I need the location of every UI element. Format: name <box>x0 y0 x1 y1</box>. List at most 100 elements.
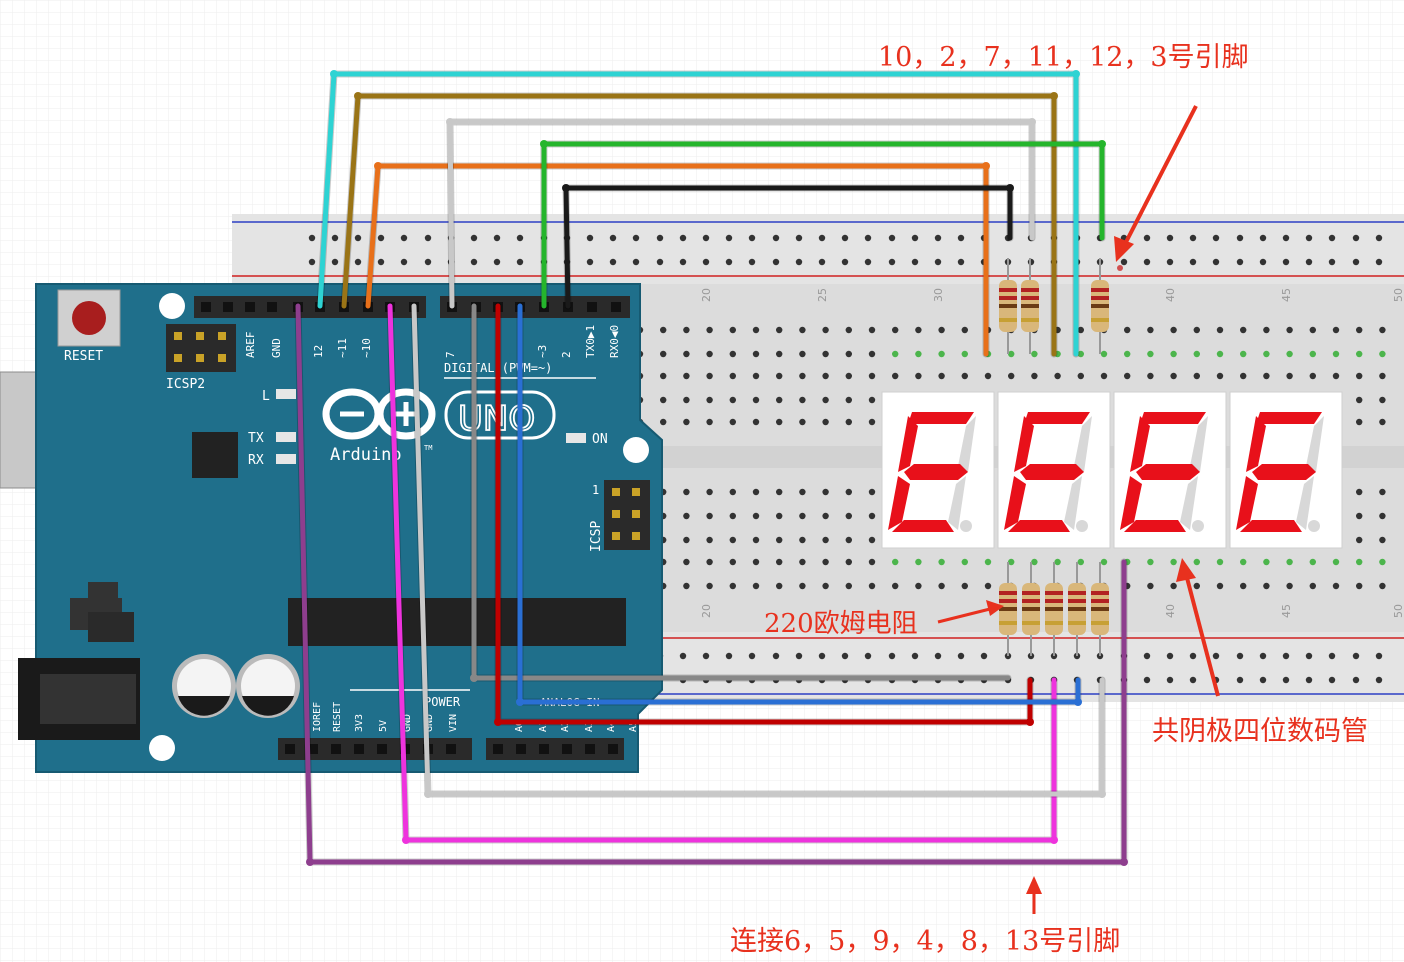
breadboard-hole <box>1077 350 1085 358</box>
arrow-resistor <box>937 606 995 624</box>
breadboard-hole <box>1263 326 1270 334</box>
breadboard-hole <box>795 652 803 660</box>
breadboard-hole <box>845 418 852 426</box>
display-segment-d <box>892 520 954 532</box>
wire-pin3-green-bend <box>540 140 548 148</box>
breadboard-hole <box>1263 372 1270 380</box>
breadboard-hole <box>1189 258 1197 266</box>
wire-pin2-black-bend <box>562 184 570 192</box>
breadboard-hole <box>516 234 524 242</box>
breadboard-hole <box>1375 652 1383 660</box>
breadboard-hole <box>752 582 760 590</box>
breadboard-hole <box>1379 396 1386 404</box>
display-segment-c <box>1064 476 1082 530</box>
breadboard-hole <box>354 234 362 242</box>
breadboard-hole <box>1379 418 1386 426</box>
breadboard-hole <box>1328 258 1336 266</box>
breadboard-hole <box>915 372 922 380</box>
breadboard-hole <box>706 536 713 544</box>
breadboard-hole <box>1147 372 1154 380</box>
header-socket <box>201 302 211 312</box>
breadboard-hole <box>725 258 733 266</box>
breadboard-hole <box>892 372 899 380</box>
breadboard-hole <box>938 326 945 334</box>
breadboard-hole <box>1147 326 1154 334</box>
breadboard-hole <box>683 372 690 380</box>
breadboard-hole <box>424 258 432 266</box>
display-digit <box>1113 391 1227 549</box>
display-segment-f <box>898 416 918 472</box>
resistor-band <box>999 621 1017 625</box>
breadboard-hole <box>725 234 733 242</box>
breadboard-hole <box>888 652 896 660</box>
breadboard-hole <box>1077 372 1085 380</box>
led-tx <box>276 432 296 442</box>
breadboard-hole <box>938 372 945 380</box>
column-number-40-top: 40 <box>1164 288 1177 302</box>
arrow-display-head <box>1176 558 1196 582</box>
breadboard-hole <box>1356 582 1363 590</box>
breadboard-hole <box>679 652 687 660</box>
resistor-band <box>1091 288 1109 292</box>
breadboard-hole <box>1212 652 1220 660</box>
display-segment-d <box>1240 520 1302 532</box>
breadboard-hole <box>868 536 876 544</box>
breadboard-hole <box>892 582 899 590</box>
breadboard-hole <box>1054 558 1061 566</box>
breadboard-hole <box>706 418 713 426</box>
breadboard-hole <box>864 652 872 660</box>
breadboard-hole <box>980 652 988 660</box>
resistors <box>999 258 1123 656</box>
breadboard-hole <box>1008 372 1015 380</box>
breadboard-hole <box>818 258 826 266</box>
digital-pin-label: 12 <box>312 345 325 358</box>
breadboard-hole <box>1356 536 1363 544</box>
resistor-band <box>999 296 1017 300</box>
reset-button[interactable] <box>72 301 106 335</box>
display-segment-b <box>1074 416 1092 472</box>
breadboard-hole <box>752 396 760 404</box>
breadboard-hole <box>1379 372 1386 380</box>
wire-pin12-cyan <box>317 71 1079 357</box>
breadboard-hole <box>702 258 710 266</box>
arrow-display <box>1184 573 1220 697</box>
breadboard-hole <box>1189 652 1197 660</box>
column-number-25-top: 25 <box>816 288 829 302</box>
breadboard-hole <box>683 512 690 520</box>
arrow-resistor-top-head <box>1114 236 1134 262</box>
breadboard-hole <box>911 234 919 242</box>
resistor-band <box>999 591 1017 595</box>
breadboard-column-numbers: 20 25 30 40 45 50 20 40 45 50 <box>700 288 1404 618</box>
breadboard-hole <box>706 326 713 334</box>
breadboard-hole <box>400 258 408 266</box>
breadboard-hole <box>660 396 667 404</box>
breadboard-hole <box>400 234 408 242</box>
breadboard-hole <box>1286 326 1293 334</box>
power-pin-label: GND <box>402 714 413 732</box>
display-segment-g <box>1136 464 1200 480</box>
breadboard-hole <box>1147 582 1154 590</box>
breadboard-hole <box>1100 558 1108 566</box>
breadboard-hole <box>1309 582 1317 590</box>
breadboard-hole <box>1352 234 1360 242</box>
resistor-band <box>1045 591 1063 595</box>
breadboard-hole <box>656 258 664 266</box>
wire-pin4-blue-bend <box>516 698 524 706</box>
breadboard-hole <box>1170 326 1177 334</box>
breadboard-hole <box>752 350 760 358</box>
breadboard-hole <box>845 488 852 496</box>
breadboard-hole <box>799 350 806 358</box>
breadboard-hole <box>752 488 760 496</box>
breadboard-hole <box>1356 512 1363 520</box>
breadboard-hole <box>868 512 876 520</box>
breadboard-hole <box>868 558 876 566</box>
resistor-band <box>1091 599 1109 603</box>
header-socket <box>516 744 526 754</box>
seven-segment-display <box>881 391 1343 549</box>
power-pin-label: GND <box>424 714 435 732</box>
breadboard-hole <box>772 258 780 266</box>
breadboard-hole <box>632 234 640 242</box>
breadboard-hole <box>683 488 690 496</box>
breadboard-hole <box>1332 582 1340 590</box>
